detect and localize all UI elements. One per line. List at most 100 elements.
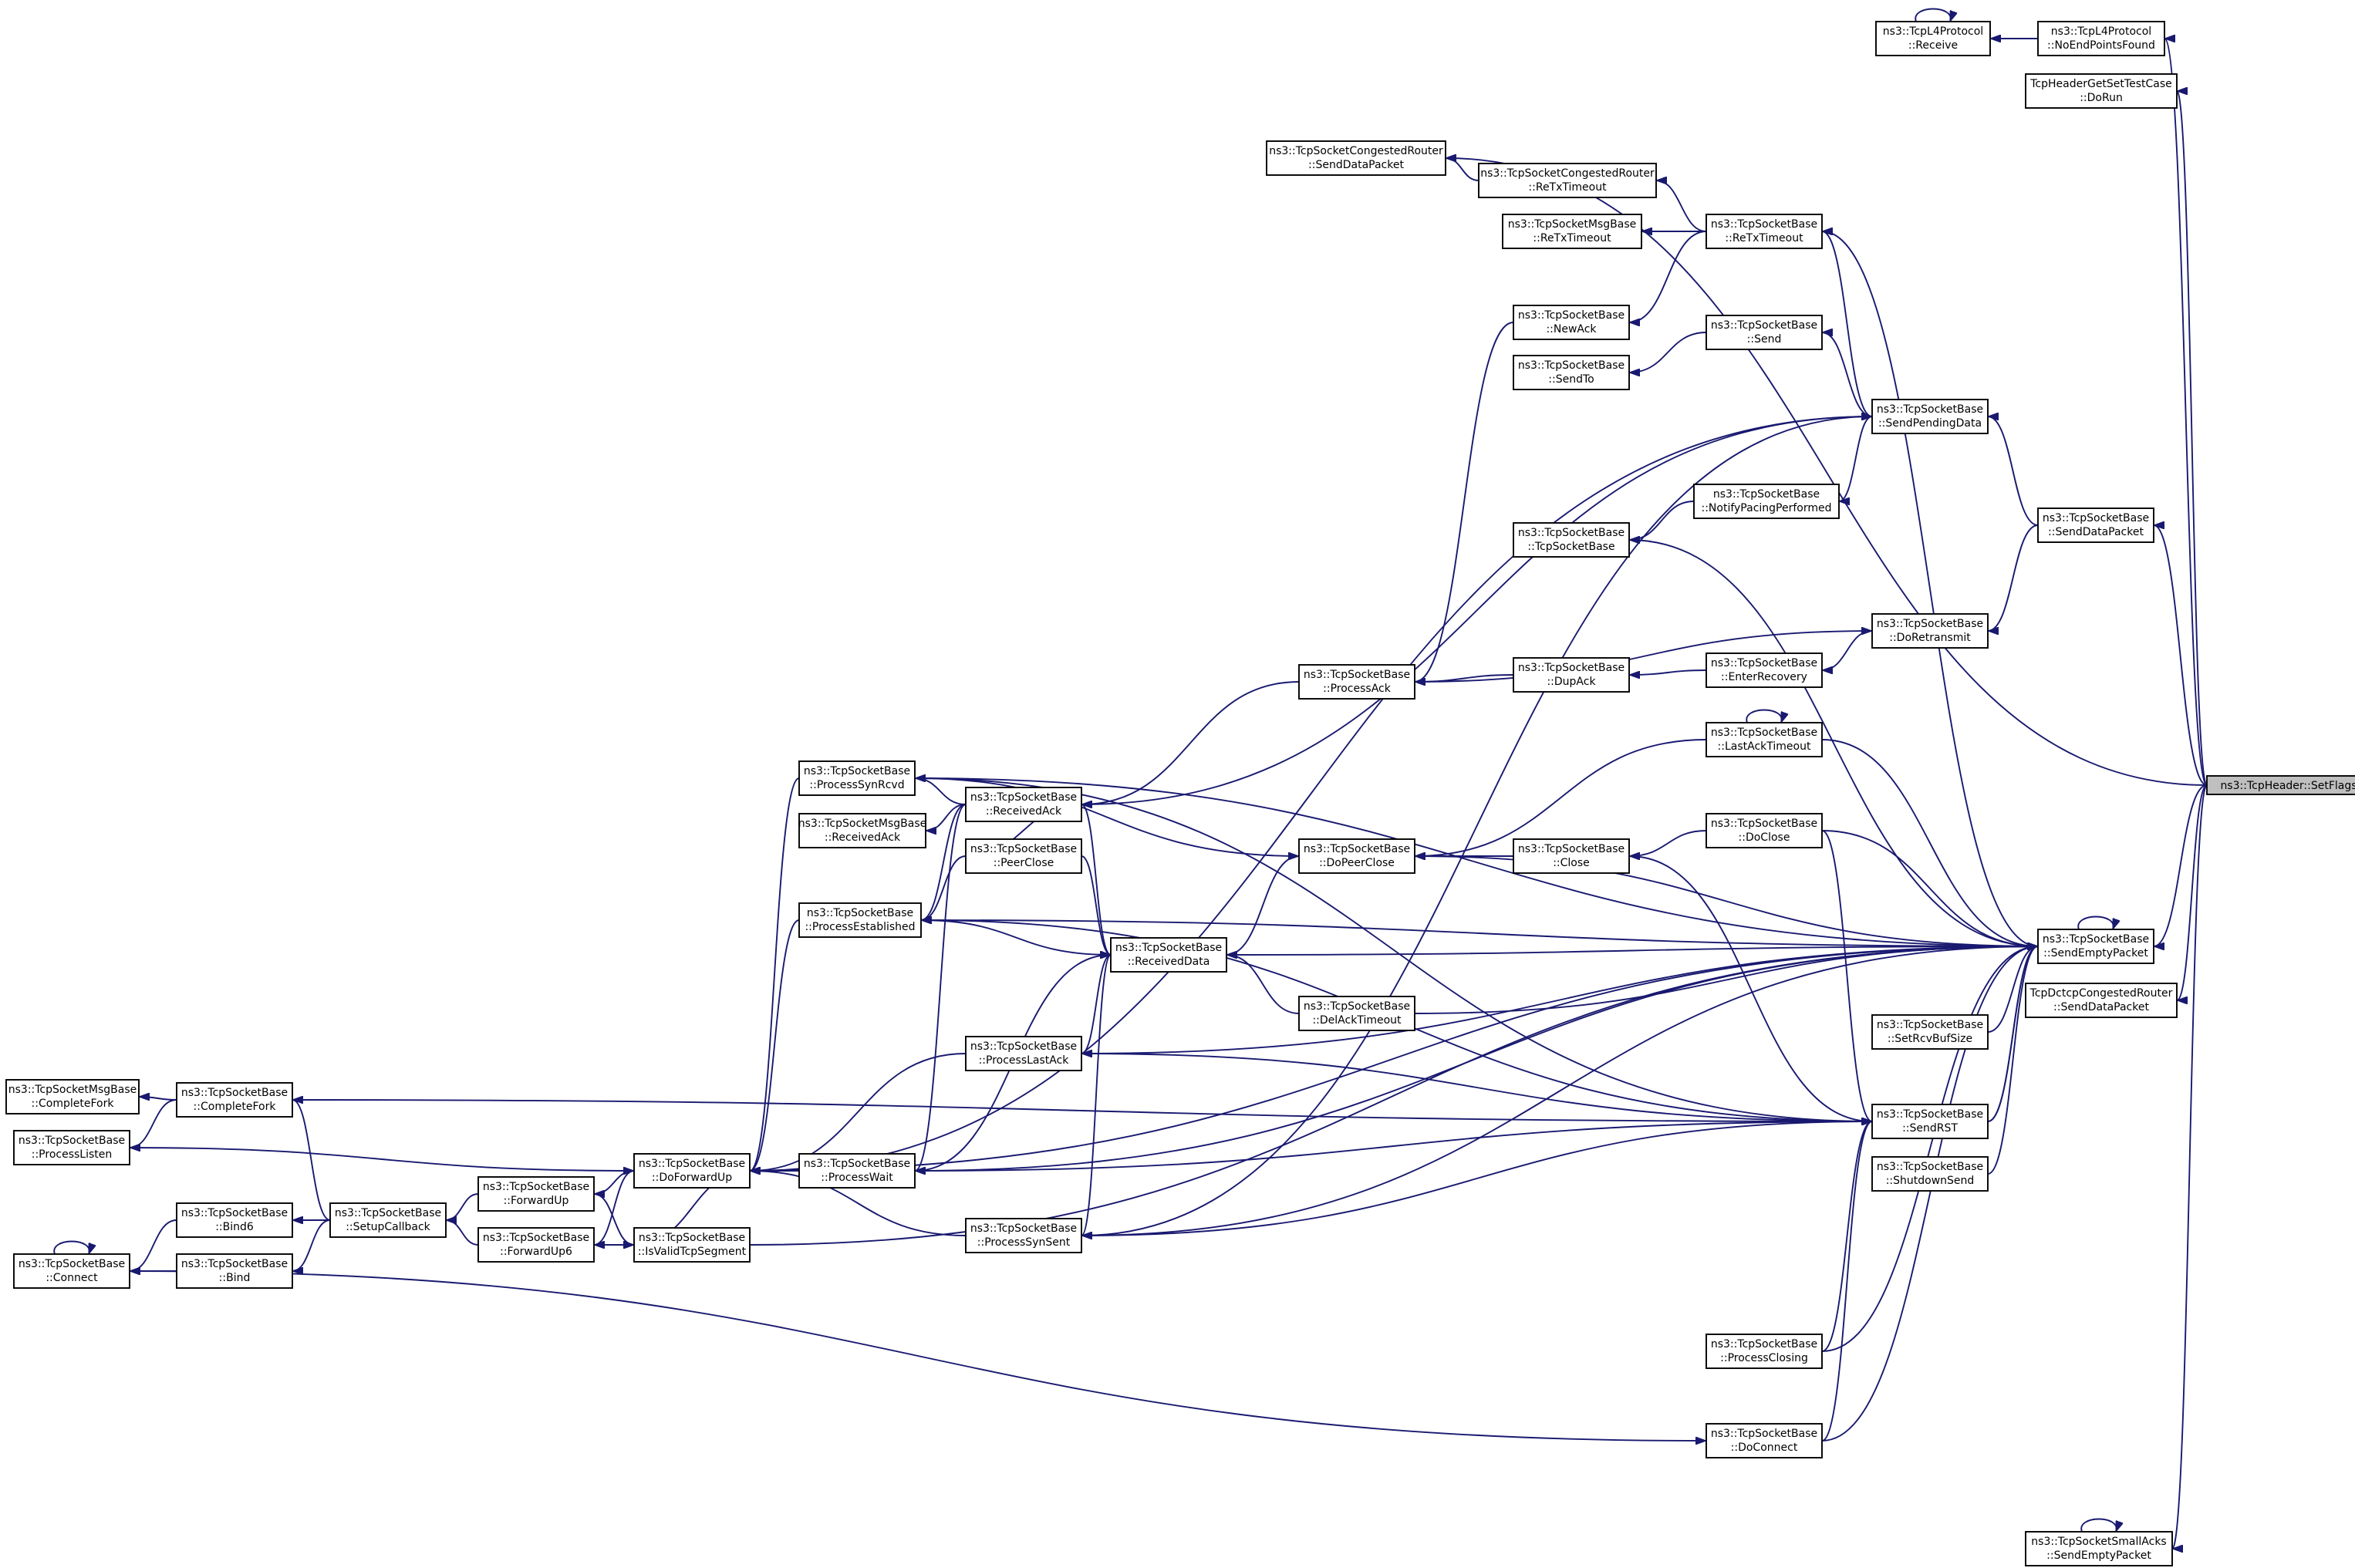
node-connect[interactable]: ns3::TcpSocketBase::Connect (13, 1253, 130, 1289)
node-recvack[interactable]: ns3::TcpSocketBase::ReceivedAck (965, 787, 1082, 822)
node-valid[interactable]: ns3::TcpSocketBase::IsValidTcpSegment (633, 1227, 751, 1263)
node-label: ::DoConnect (1731, 1442, 1798, 1454)
node-shutdown[interactable]: ns3::TcpSocketBase::ShutdownSend (1871, 1156, 1989, 1192)
call-edge (292, 1099, 1872, 1121)
node-forwardup[interactable]: ns3::TcpSocketBase::DoForwardUp (633, 1153, 751, 1189)
node-box (2025, 1531, 2173, 1566)
node-listen[interactable]: ns3::TcpSocketBase::ProcessListen (13, 1130, 130, 1165)
call-edge (292, 1100, 331, 1221)
node-synsent[interactable]: ns3::TcpSocketBase::ProcessSynSent (965, 1218, 1082, 1253)
node-box (798, 1153, 916, 1189)
node-label: ns3::TcpSocketBase (181, 1258, 288, 1270)
call-edge (1081, 804, 1112, 955)
call-edge (914, 777, 2038, 946)
node-smallacks[interactable]: ns3::TcpSocketSmallAcks::SendEmptyPacket (2025, 1531, 2173, 1566)
node-pacing[interactable]: ns3::TcpSocketBase::NotifyPacingPerforme… (1693, 484, 1840, 519)
call-edge (2171, 784, 2208, 1549)
node-peerclose[interactable]: ns3::TcpSocketBase::PeerClose (965, 838, 1082, 874)
node-congsend[interactable]: ns3::TcpSocketCongestedRouter::SendDataP… (1266, 140, 1446, 176)
node-l4recv[interactable]: ns3::TcpL4Protocol::Receive (1875, 21, 1991, 56)
node-pending[interactable]: ns3::TcpSocketBase::SendPendingData (1871, 399, 1989, 434)
node-box (477, 1176, 595, 1212)
call-edge (1081, 946, 2038, 1236)
call-edge (1629, 669, 1707, 675)
node-empty[interactable]: ns3::TcpSocketBase::SendEmptyPacket (2037, 929, 2154, 964)
node-msgretx[interactable]: ns3::TcpSocketMsgBase::ReTxTimeout (1502, 214, 1642, 249)
node-label: ns3::TcpSocketBase (1877, 1161, 1983, 1173)
node-doretx[interactable]: ns3::TcpSocketBase::DoRetransmit (1871, 613, 1989, 649)
node-dopeer[interactable]: ns3::TcpSocketBase::DoPeerClose (1298, 838, 1415, 874)
node-msgfork[interactable]: ns3::TcpSocketMsgBase::CompleteFork (5, 1079, 140, 1114)
node-datapkt[interactable]: ns3::TcpSocketBase::SendDataPacket (2037, 507, 2154, 543)
node-rcvbuf[interactable]: ns3::TcpSocketBase::SetRcvBufSize (1871, 1014, 1989, 1050)
node-congretx[interactable]: ns3::TcpSocketCongestedRouter::ReTxTimeo… (1478, 163, 1657, 198)
node-doconnect[interactable]: ns3::TcpSocketBase::DoConnect (1706, 1423, 1823, 1458)
node-bind6[interactable]: ns3::TcpSocketBase::Bind6 (176, 1202, 293, 1238)
node-root[interactable]: ns3::TcpHeader::SetFlags (2206, 775, 2355, 795)
call-edge (1081, 855, 1112, 955)
node-label: ns3::TcpSocketBase (639, 1158, 745, 1170)
node-box (176, 1253, 293, 1289)
node-box (1706, 1334, 1823, 1369)
node-label: ns3::TcpSocketBase (1711, 1428, 1817, 1440)
node-procack[interactable]: ns3::TcpSocketBase::ProcessAck (1298, 664, 1415, 700)
node-hdrtest[interactable]: TcpHeaderGetSetTestCase::DoRun (2025, 73, 2178, 109)
node-dupack[interactable]: ns3::TcpSocketBase::DupAck (1513, 657, 1630, 693)
node-label: ::Receive (1908, 39, 1958, 52)
node-rst[interactable]: ns3::TcpSocketBase::SendRST (1871, 1104, 1989, 1139)
node-dctcp[interactable]: TcpDctcpCongestedRouter::SendDataPacket (2025, 983, 2178, 1018)
call-edge (1629, 830, 1707, 856)
node-label: ns3::TcpSocketBase (1877, 403, 1983, 416)
call-edge (1629, 501, 1695, 540)
call-edge (593, 1170, 635, 1245)
node-send[interactable]: ns3::TcpSocketBase::Send (1706, 315, 1823, 350)
call-edge (139, 1097, 177, 1100)
node-label: ns3::TcpHeader::SetFlags (2220, 780, 2355, 792)
node-label: ::TcpSocketBase (1527, 541, 1614, 553)
node-sendto[interactable]: ns3::TcpSocketBase::SendTo (1513, 355, 1630, 390)
node-label: ns3::TcpSocketBase (19, 1258, 125, 1270)
call-edge (1629, 332, 1707, 373)
node-proclastack[interactable]: ns3::TcpSocketBase::ProcessLastAck (965, 1036, 1082, 1071)
node-label: ::SendDataPacket (1308, 159, 1404, 171)
node-box (1706, 652, 1823, 688)
node-label: ::DupAck (1547, 676, 1596, 688)
node-enterrec[interactable]: ns3::TcpSocketBase::EnterRecovery (1706, 652, 1823, 688)
call-edge (1821, 630, 1873, 670)
node-recvdata[interactable]: ns3::TcpSocketBase::ReceivedData (1110, 937, 1227, 973)
node-label: ns3::TcpSocketSmallAcks (2031, 1536, 2166, 1548)
node-docloseN[interactable]: ns3::TcpSocketBase::DoClose (1706, 813, 1823, 848)
node-fork[interactable]: ns3::TcpSocketBase::CompleteFork (176, 1082, 293, 1118)
node-l4noend[interactable]: ns3::TcpL4Protocol::NoEndPointsFound (2037, 21, 2165, 56)
node-closing[interactable]: ns3::TcpSocketBase::ProcessClosing (1706, 1334, 1823, 1369)
call-edge (2176, 91, 2208, 786)
node-delack[interactable]: ns3::TcpSocketBase::DelAckTimeout (1298, 996, 1415, 1031)
node-bind[interactable]: ns3::TcpSocketBase::Bind (176, 1253, 293, 1289)
node-label: ns3::TcpSocketBase (1518, 843, 1625, 855)
node-label: ns3::TcpSocketBase (2043, 933, 2149, 946)
node-setupcb[interactable]: ns3::TcpSocketBase::SetupCallback (329, 1202, 447, 1238)
node-lastack[interactable]: ns3::TcpSocketBase::LastAckTimeout (1706, 722, 1823, 757)
node-synrcvd[interactable]: ns3::TcpSocketBase::ProcessSynRcvd (798, 760, 916, 796)
node-box (1871, 399, 1989, 434)
node-msgrecvack[interactable]: ns3::TcpSocketMsgBase::ReceivedAck (798, 813, 926, 848)
call-edge (1226, 855, 1300, 955)
call-edge (1081, 954, 1112, 1054)
node-wait[interactable]: ns3::TcpSocketBase::ProcessWait (798, 1153, 916, 1189)
node-box (633, 1153, 751, 1189)
call-edge (749, 416, 1872, 1172)
node-label: ns3::TcpSocketBase (181, 1087, 288, 1099)
node-established[interactable]: ns3::TcpSocketBase::ProcessEstablished (798, 902, 922, 938)
node-fwdup6[interactable]: ns3::TcpSocketBase::ForwardUp6 (477, 1227, 595, 1263)
call-edge (1821, 830, 2038, 946)
node-box (1513, 355, 1630, 390)
node-close[interactable]: ns3::TcpSocketBase::Close (1513, 838, 1630, 874)
node-newack[interactable]: ns3::TcpSocketBase::NewAck (1513, 305, 1630, 340)
node-fwdup[interactable]: ns3::TcpSocketBase::ForwardUp (477, 1176, 595, 1212)
node-ctor[interactable]: ns3::TcpSocketBase::TcpSocketBase (1513, 522, 1630, 558)
node-label: ns3::TcpSocketBase (1304, 843, 1410, 855)
node-label: ::SetRcvBufSize (1888, 1033, 1972, 1045)
node-box (2037, 929, 2154, 964)
node-box (633, 1227, 751, 1263)
node-retx[interactable]: ns3::TcpSocketBase::ReTxTimeout (1706, 214, 1823, 249)
